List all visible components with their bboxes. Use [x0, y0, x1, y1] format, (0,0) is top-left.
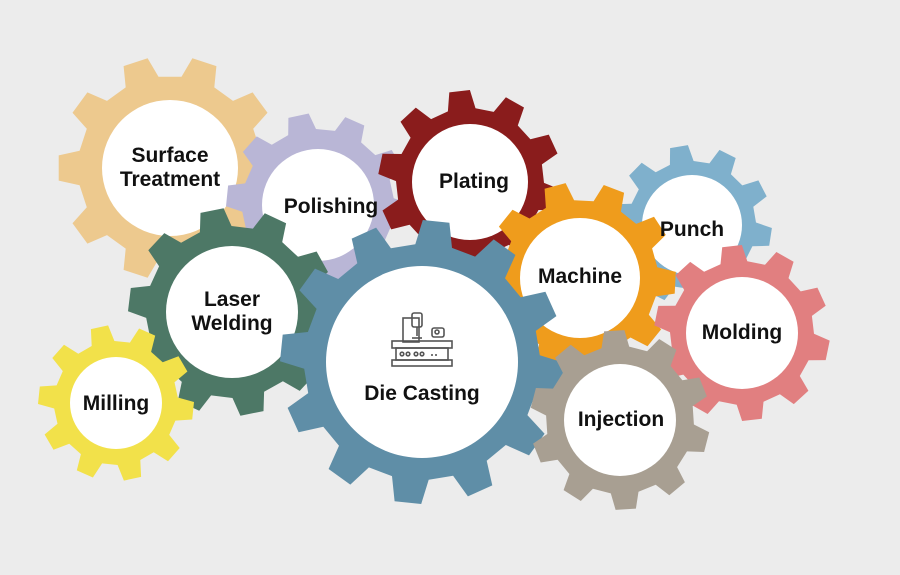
- gear-center: [166, 246, 298, 378]
- gear-center: [326, 266, 518, 458]
- label-injection: Injection: [577, 408, 665, 431]
- label-machine: Machine: [537, 265, 623, 288]
- gear-center: [642, 175, 742, 275]
- label-punch: Punch: [659, 218, 725, 241]
- label-polishing: Polishing: [283, 195, 379, 218]
- gear-center: [102, 100, 238, 236]
- label-molding: Molding: [701, 321, 783, 344]
- gear-milling: [38, 325, 194, 481]
- label-die-casting: Die Casting: [364, 382, 480, 405]
- gear-die-casting: [280, 220, 564, 504]
- label-milling: Milling: [82, 392, 150, 415]
- gear-injection: [530, 330, 710, 510]
- gear-center: [262, 149, 374, 261]
- gear-center: [686, 277, 798, 389]
- gear-center: [70, 357, 162, 449]
- gear-molding: [654, 245, 830, 421]
- gear-center: [412, 124, 528, 240]
- die-casting-machine-icon: [391, 312, 453, 367]
- label-plating: Plating: [438, 170, 510, 193]
- gear-center: [564, 364, 676, 476]
